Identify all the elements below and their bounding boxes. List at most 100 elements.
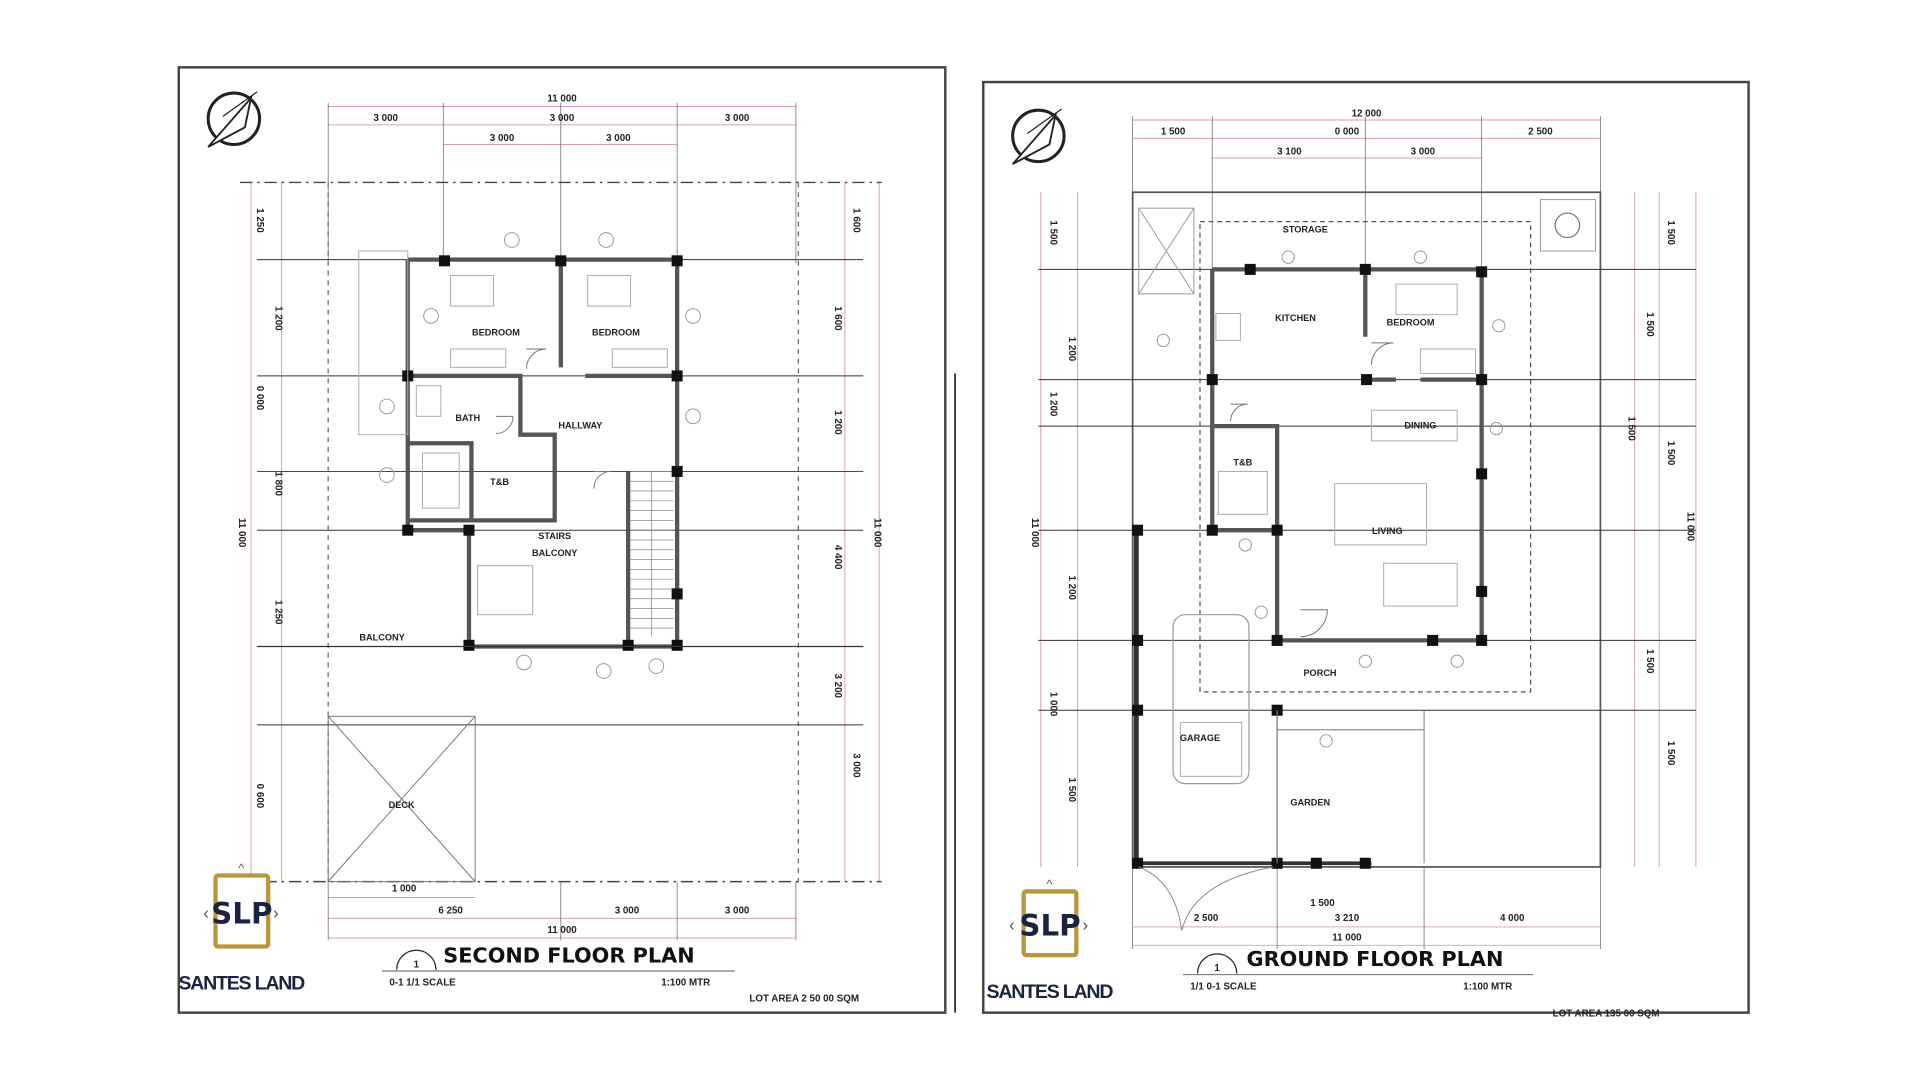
plant-symbol [423, 308, 439, 324]
furniture [358, 250, 409, 436]
furniture [611, 348, 668, 368]
column [1359, 857, 1371, 869]
dim-bottom: 1 500 [1310, 898, 1335, 909]
svg-text:‹: ‹ [203, 902, 209, 922]
sheet-border [982, 80, 1750, 1014]
furniture [1215, 312, 1241, 341]
dim-bottom: 2 500 [1194, 913, 1219, 924]
door-swing [1300, 609, 1328, 638]
tank-symbol [1554, 212, 1581, 239]
room-label: BALCONY [359, 632, 404, 642]
plant-symbol [598, 232, 614, 248]
dim-top: 3 000 [1411, 146, 1436, 157]
dim-left: 1 200 [1048, 392, 1059, 417]
column [463, 524, 475, 536]
dim-top: 3 000 [606, 133, 631, 144]
dim-right: 1 500 [1665, 220, 1676, 245]
dim-left: 1 000 [1048, 692, 1059, 717]
column [671, 465, 683, 477]
column [671, 370, 683, 382]
room-label: BALCONY [532, 548, 577, 558]
dim-right: 3 200 [832, 673, 843, 698]
dim-bottom-overall: 11 000 [1332, 932, 1362, 943]
door-swing [526, 348, 547, 369]
svg-text:SLP: SLP [211, 896, 272, 930]
svg-text:1: 1 [414, 959, 420, 970]
dim-left: 11 000 [236, 518, 247, 548]
dim-left: 1 200 [273, 306, 284, 331]
room-label: T&B [1233, 457, 1252, 467]
dim-right: 1 600 [850, 208, 861, 233]
column [622, 639, 634, 651]
company-logo: SLP ^ ‹ › SANTES LAND [987, 877, 1115, 1003]
plant-symbol [1281, 250, 1295, 264]
dim-left: 11 000 [1029, 518, 1040, 548]
column [1476, 266, 1488, 278]
svg-text:‹: ‹ [1009, 915, 1015, 935]
dim-right: 1 500 [1665, 441, 1676, 466]
room-label: BEDROOM [592, 328, 640, 338]
room-label: GARAGE [1180, 733, 1220, 743]
dim-bottom-overall: 11 000 [547, 925, 577, 936]
dim-bottom: 3 000 [725, 905, 750, 916]
column [1361, 374, 1373, 386]
column [1244, 263, 1256, 275]
dim-right: 1 200 [832, 410, 843, 435]
plan-title: GROUND FLOOR PLAN [1247, 947, 1504, 971]
plant-symbol [516, 654, 532, 671]
wall [407, 373, 557, 523]
column [1476, 585, 1488, 597]
dim-right: 11 000 [871, 518, 882, 548]
room-label: PORCH [1303, 668, 1336, 678]
north-arrow-icon [1011, 108, 1066, 165]
plant-symbol [1358, 654, 1372, 668]
sheet-border [177, 66, 947, 1014]
room-label: STORAGE [1283, 225, 1328, 235]
dim-right: 3 000 [850, 753, 861, 778]
column [555, 255, 567, 267]
dim-right: 1 500 [1644, 649, 1655, 674]
column [1206, 374, 1218, 386]
column [1132, 634, 1144, 646]
column [1132, 857, 1144, 869]
tank-outline [1539, 199, 1596, 252]
door-swing [593, 470, 612, 489]
dim-right: 1 500 [1644, 312, 1655, 337]
second-floor-sheet: 11 000 3 000 3 000 3 000 3 000 3 000 1 0… [177, 66, 947, 1014]
dim-left: 1 250 [273, 600, 284, 625]
column [1310, 857, 1322, 869]
plant-symbol [1413, 250, 1428, 264]
furniture [1383, 562, 1458, 607]
door-swing [495, 415, 514, 434]
dim-left: 1 200 [1066, 337, 1077, 362]
dim-left: 0 000 [254, 386, 265, 411]
dim-top: 3 000 [490, 133, 515, 144]
dim-left: 1 800 [273, 471, 284, 496]
dim-top-overall: 11 000 [547, 94, 577, 105]
furniture [1370, 409, 1458, 442]
column [1359, 263, 1371, 275]
room-label: BATH [455, 413, 480, 423]
svg-text:SANTES LAND: SANTES LAND [178, 972, 305, 994]
dims-left: 1 250 1 200 0 000 1 800 11 000 1 250 0 6… [236, 208, 284, 809]
carport-outline [327, 715, 476, 883]
room-label: BEDROOM [472, 328, 520, 338]
plan-title: SECOND FLOOR PLAN [443, 943, 694, 967]
room-label: T&B [490, 477, 509, 487]
door-swing [1370, 342, 1394, 365]
plant-symbol [595, 663, 612, 679]
furniture [1334, 483, 1428, 546]
dim-right: 4 400 [832, 545, 843, 570]
column [1271, 524, 1283, 536]
gate-swing [1138, 866, 1274, 931]
wall [1212, 423, 1280, 531]
room-label: HALLWAY [558, 421, 602, 431]
planter-diagonal [1138, 207, 1195, 295]
furniture [477, 565, 534, 616]
planter [1138, 207, 1195, 295]
dim-top: 3 000 [373, 113, 398, 124]
plant-symbol [1254, 605, 1268, 619]
room-label: KITCHEN [1275, 313, 1316, 323]
ground-floor-sheet: 12 000 1 500 0 000 2 500 3 100 3 000 2 5… [982, 80, 1750, 1019]
